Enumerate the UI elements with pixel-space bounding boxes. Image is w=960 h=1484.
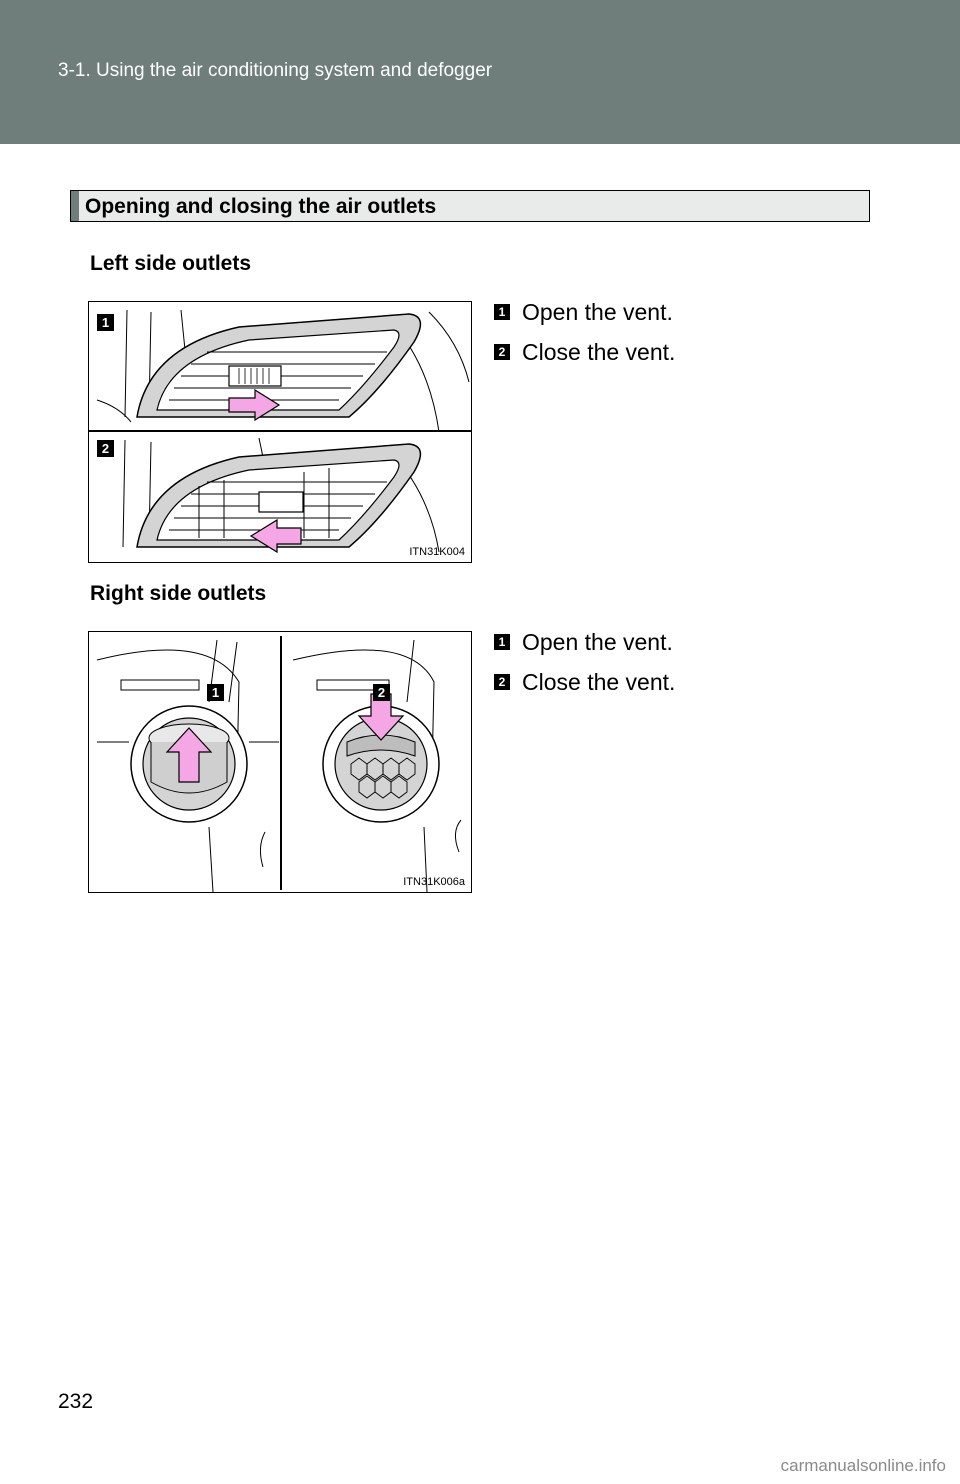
panel-label-open: 1 bbox=[97, 314, 114, 331]
step-item: 2 Close the vent. bbox=[494, 332, 675, 372]
right-vent-illustration bbox=[96, 636, 462, 892]
right-outlets-steps: 1 Open the vent. 2 Close the vent. bbox=[494, 622, 675, 702]
step-text: Close the vent. bbox=[522, 338, 676, 365]
section-title-bar: Opening and closing the air outlets bbox=[70, 190, 870, 222]
right-outlets-figure: 1 2 ITN31K006a bbox=[88, 631, 472, 893]
panel-label-open: 1 bbox=[207, 684, 224, 701]
figure-code: ITN31K004 bbox=[409, 546, 465, 558]
section-accent bbox=[71, 191, 79, 221]
page-number: 232 bbox=[58, 1390, 94, 1413]
step-number-badge: 2 bbox=[494, 344, 510, 360]
step-text: Open the vent. bbox=[522, 628, 673, 655]
watermark: carmanualsonline.info bbox=[780, 1456, 946, 1475]
step-item: 1 Open the vent. bbox=[494, 292, 675, 332]
step-item: 1 Open the vent. bbox=[494, 622, 675, 662]
step-text: Open the vent. bbox=[522, 298, 673, 325]
panel-label-close: 2 bbox=[373, 684, 390, 701]
header-band bbox=[0, 0, 960, 144]
section-title: Opening and closing the air outlets bbox=[85, 195, 437, 218]
step-number-badge: 1 bbox=[494, 304, 510, 320]
left-outlets-heading: Left side outlets bbox=[90, 252, 252, 275]
step-number-badge: 1 bbox=[494, 634, 510, 650]
figure-code: ITN31K006a bbox=[403, 876, 465, 888]
step-item: 2 Close the vent. bbox=[494, 662, 675, 702]
left-outlets-figure: 1 2 ITN31K004 bbox=[88, 301, 472, 563]
left-vent-illustration bbox=[89, 309, 471, 554]
breadcrumb: 3-1. Using the air conditioning system a… bbox=[58, 60, 493, 81]
panel-label-close: 2 bbox=[97, 440, 114, 457]
step-number-badge: 2 bbox=[494, 674, 510, 690]
left-outlets-steps: 1 Open the vent. 2 Close the vent. bbox=[494, 292, 675, 372]
step-text: Close the vent. bbox=[522, 668, 676, 695]
right-outlets-heading: Right side outlets bbox=[90, 582, 267, 605]
